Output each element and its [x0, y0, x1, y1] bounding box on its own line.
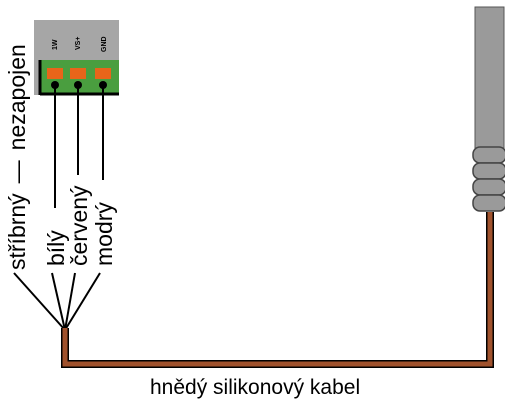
label-red: červený — [66, 185, 92, 266]
fan-wire-silver — [13, 272, 66, 331]
fan-wire-white — [51, 272, 66, 331]
label-blue: modrý — [91, 202, 117, 266]
cable-caption: hnědý silikonový kabel — [150, 376, 360, 399]
pin-label-gnd: GND — [101, 36, 108, 52]
probe-sleeve — [474, 6, 505, 156]
brown-cable — [62, 212, 493, 367]
pin-label-1w: 1W — [52, 39, 59, 50]
fan-wire-red — [64, 272, 76, 331]
label-silver: stříbrný—nezapojen — [4, 44, 30, 270]
cable-outline — [61, 212, 494, 368]
fan-wire-blue — [64, 272, 101, 331]
probe-ring-1 — [472, 146, 505, 164]
terminal-pin-2 — [70, 68, 86, 79]
probe-ring-4 — [472, 194, 505, 212]
label-white: bílý — [43, 230, 69, 266]
probe-ring-2 — [472, 162, 505, 180]
terminal-pin-3 — [95, 68, 111, 79]
terminal-pin-1 — [47, 68, 63, 79]
pin-label-vs: VS+ — [75, 37, 82, 50]
probe-ring-3 — [472, 178, 505, 196]
